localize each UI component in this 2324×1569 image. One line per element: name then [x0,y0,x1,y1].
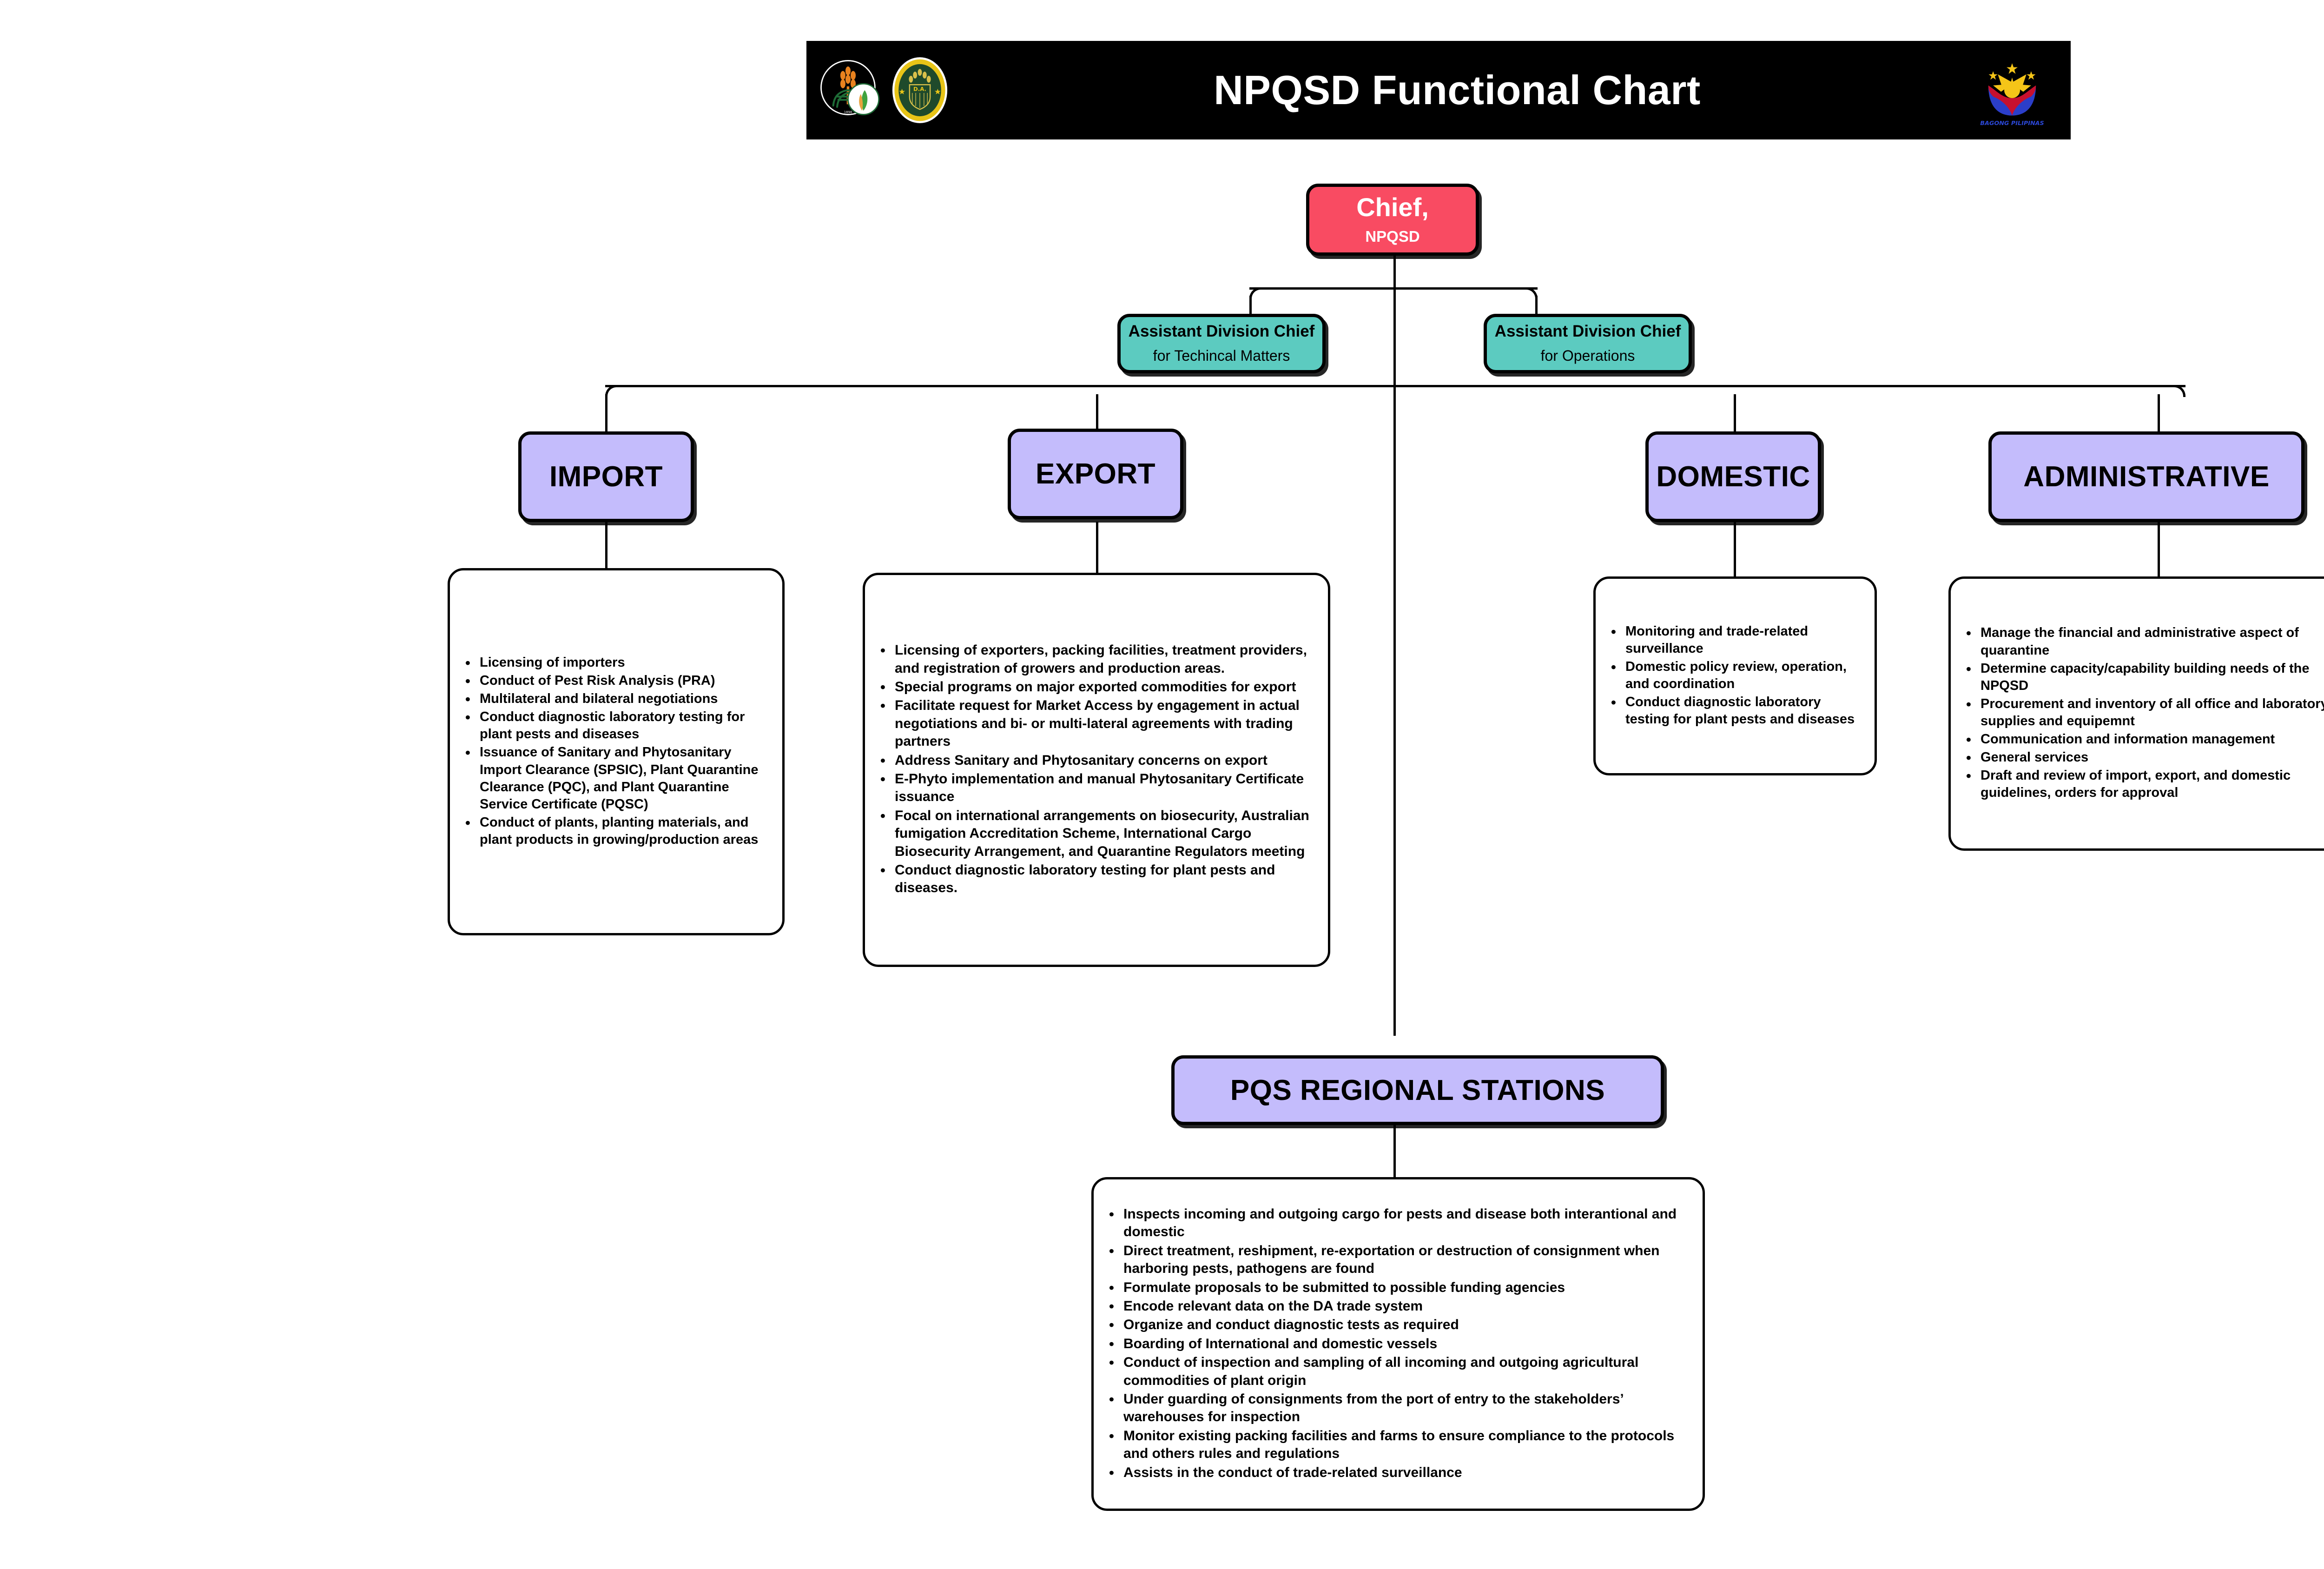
connector-category-bus [605,385,2185,387]
connector-pqs-to-card [1393,1120,1396,1177]
list-item: Domestic policy review, operation, and c… [1611,658,1862,693]
card-administrative-functions: Manage the financial and administrative … [1948,576,2324,851]
node-pqs-regional-stations[interactable]: PQS REGIONAL STATIONS [1171,1055,1664,1125]
header-banner: 1898 D.A. [806,41,2071,139]
node-adc-technical-subtitle: for Techincal Matters [1153,347,1290,364]
connector-adc-left-elbow [1249,287,1261,298]
list-item: Licensing of importers [465,654,770,672]
list-item: Organize and conduct diagnostic tests as… [1109,1316,1690,1334]
list-item: Conduct of Pest Risk Analysis (PRA) [465,672,770,690]
list-item: Encode relevant data on the DA trade sys… [1109,1297,1690,1316]
list-item: Special programs on major exported commo… [880,678,1316,696]
connector-administrative-drop [2158,394,2160,434]
connector-export-to-card [1096,522,1098,574]
list-item: Monitor existing packing facilities and … [1109,1427,1690,1463]
pqs-bpi-seal-icon: D.A. [891,56,949,125]
connector-import-drop [605,394,607,434]
card-import-functions: Licensing of importersConduct of Pest Ri… [448,568,785,935]
connector-adc-right-drop [1535,296,1538,316]
svg-text:1898: 1898 [844,111,852,114]
list-item: Under guarding of consignments from the … [1109,1390,1690,1426]
node-chief-subtitle: NPQSD [1365,227,1420,245]
list-item: Manage the financial and administrative … [1966,624,2324,659]
list-item: General services [1966,748,2324,767]
list-item: Licensing of exporters, packing faciliti… [880,641,1316,677]
page-title: NPQSD Functional Chart [1214,67,1701,113]
card-pqs-regional-functions: Inspects incoming and outgoing cargo for… [1091,1177,1705,1511]
node-chief[interactable]: Chief, NPQSD [1306,184,1479,256]
card-administrative-list: Manage the financial and administrative … [1951,624,2324,802]
node-category-import-label: IMPORT [549,461,663,493]
node-category-export[interactable]: EXPORT [1008,429,1183,519]
connector-domestic-drop [1734,394,1736,434]
list-item: Determine capacity/capability building n… [1966,660,2324,695]
svg-text:BAGONG PILIPINAS: BAGONG PILIPINAS [1980,120,2044,127]
list-item: Issuance of Sanitary and Phytosanitary I… [465,743,770,813]
list-item: Direct treatment, reshipment, re-exporta… [1109,1242,1690,1278]
card-export-list: Licensing of exporters, packing faciliti… [865,641,1328,898]
list-item: Conduct of inspection and sampling of al… [1109,1353,1690,1390]
connector-domestic-to-card [1734,522,1736,576]
list-item: Focal on international arrangements on b… [880,807,1316,861]
list-item: Conduct diagnostic laboratory testing fo… [465,708,770,743]
list-item: Boarding of International and domestic v… [1109,1335,1690,1353]
card-pqs-regional-list: Inspects incoming and outgoing cargo for… [1094,1205,1703,1483]
node-adc-operations-subtitle: for Operations [1540,347,1635,364]
list-item: Multilateral and bilateral negotiations [465,690,770,708]
list-item: Facilitate request for Market Access by … [880,696,1316,750]
list-item: Conduct of plants, planting materials, a… [465,814,770,848]
node-category-administrative[interactable]: ADMINISTRATIVE [1988,431,2304,522]
connector-administrative-to-card [2158,522,2160,576]
bagong-pilipinas-logo-icon: BAGONG PILIPINAS [1977,50,2047,130]
card-import-list: Licensing of importersConduct of Pest Ri… [450,654,782,849]
connector-chief-trunk [1393,253,1396,288]
node-adc-technical-title: Assistant Division Chief [1128,322,1315,341]
list-item: Procurement and inventory of all office … [1966,695,2324,730]
list-item: Draft and review of import, export, and … [1966,767,2324,801]
list-item: Address Sanitary and Phytosanitary conce… [880,751,1316,770]
connector-import-to-card [605,522,607,570]
node-chief-title: Chief, [1356,192,1429,222]
list-item: Monitoring and trade-related surveillanc… [1611,622,1862,657]
node-assistant-division-chief-operations[interactable]: Assistant Division Chief for Operations [1484,314,1692,373]
node-category-export-label: EXPORT [1036,458,1155,490]
list-item: Formulate proposals to be submitted to p… [1109,1278,1690,1297]
list-item: E-Phyto implementation and manual Phytos… [880,770,1316,806]
connector-adc-left-drop [1249,296,1252,316]
card-domestic-list: Monitoring and trade-related surveillanc… [1596,622,1875,729]
node-category-import[interactable]: IMPORT [518,431,694,522]
connector-category-left-elbow [605,385,617,397]
da-bpi-seal-icon: 1898 [819,58,883,122]
node-pqs-regional-stations-label: PQS REGIONAL STATIONS [1230,1074,1605,1106]
header-left-logos: 1898 D.A. [819,56,949,125]
connector-main-trunk [1393,287,1396,1036]
node-category-domestic-label: DOMESTIC [1656,461,1810,493]
list-item: Inspects incoming and outgoing cargo for… [1109,1205,1690,1241]
node-category-domestic[interactable]: DOMESTIC [1645,431,1821,522]
connector-export-drop [1096,394,1098,430]
list-item: Assists in the conduct of trade-related … [1109,1463,1690,1482]
card-export-functions: Licensing of exporters, packing faciliti… [863,573,1330,967]
node-category-administrative-label: ADMINISTRATIVE [2023,461,2270,493]
svg-text:D.A.: D.A. [913,86,926,92]
card-domestic-functions: Monitoring and trade-related surveillanc… [1593,576,1877,775]
header-right-logo: BAGONG PILIPINAS [1966,50,2059,130]
list-item: Conduct diagnostic laboratory testing fo… [880,861,1316,897]
list-item: Conduct diagnostic laboratory testing fo… [1611,693,1862,728]
node-adc-operations-title: Assistant Division Chief [1494,322,1681,341]
list-item: Communication and information management [1966,730,2324,749]
node-assistant-division-chief-technical[interactable]: Assistant Division Chief for Techincal M… [1117,314,1326,373]
connector-category-right-elbow [2173,385,2185,397]
